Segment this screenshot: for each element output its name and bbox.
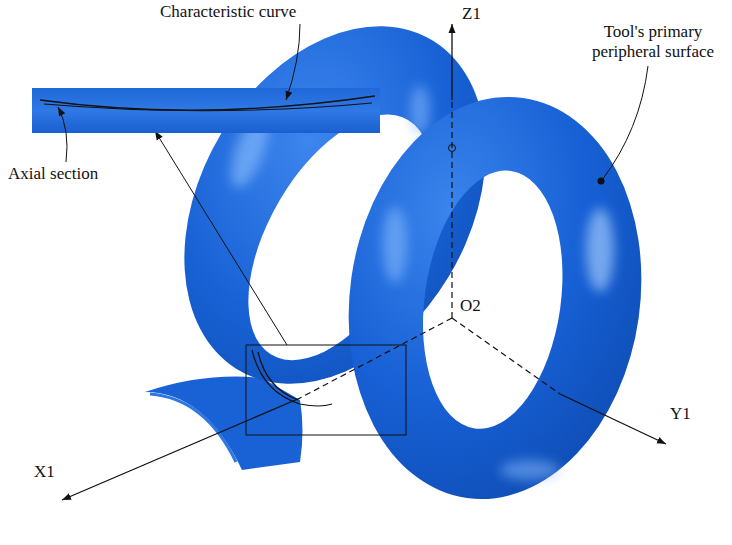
zoom-arrow: [155, 131, 287, 345]
axis-label: Z1: [462, 4, 481, 24]
axis-point: [449, 145, 456, 152]
inset-curve: [44, 103, 372, 111]
axis-label: X1: [34, 462, 55, 482]
y-axis-hidden: [452, 318, 560, 394]
leader-dot: [598, 178, 605, 185]
characteristic-curve: [252, 350, 332, 406]
leader-line: [602, 66, 648, 180]
front-ring: [323, 78, 667, 518]
callout-label: Axial section: [8, 164, 98, 184]
leader-line: [286, 24, 300, 100]
highlight: [500, 460, 560, 480]
x-axis-hidden: [300, 318, 452, 398]
highlight: [586, 208, 614, 292]
inset-curve: [40, 96, 375, 110]
highlight: [383, 207, 407, 283]
back-ring: [152, 0, 518, 423]
tool-sheet: [145, 377, 303, 470]
inset-view: [32, 88, 380, 133]
leader-line: [58, 107, 67, 162]
tool-sheet-inner: [150, 394, 236, 462]
callout-label: Characteristic curve: [160, 2, 296, 22]
axis-label: Y1: [670, 404, 691, 424]
callout-label: Tool's primary peripheral surface: [578, 22, 728, 62]
axial-section-curve: [258, 352, 298, 400]
x-axis: [62, 398, 300, 500]
z-axis: [451, 24, 452, 100]
zoom-box: [246, 345, 406, 435]
z-axis-hidden: [451, 100, 452, 318]
highlight: [410, 85, 430, 135]
y-axis: [560, 394, 666, 444]
origin-label: O2: [460, 296, 481, 316]
